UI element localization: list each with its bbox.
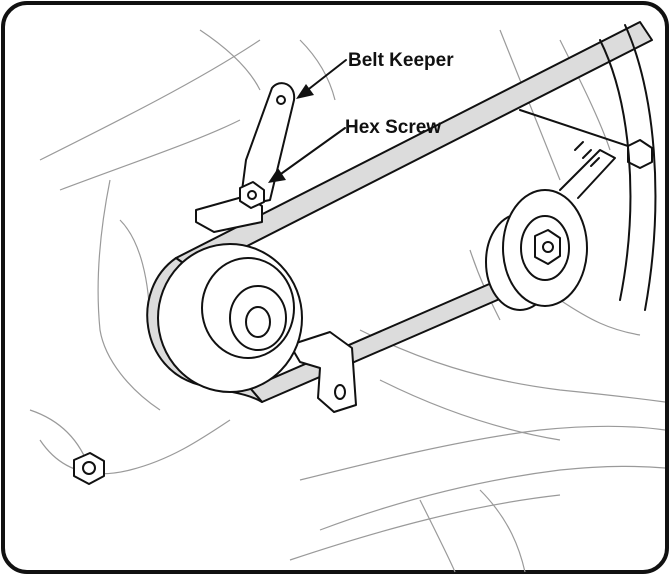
hex-screw (239, 181, 265, 209)
mounting-bracket (289, 331, 357, 413)
belt-keeper-label: Belt Keeper (348, 50, 454, 71)
drive-pulley (157, 243, 303, 393)
hex-screw-label: Hex Screw (345, 117, 441, 138)
housing-edge (599, 24, 657, 311)
background-outlines (29, 29, 666, 573)
leader-lines (268, 59, 347, 183)
idler-pulley (485, 109, 653, 311)
lower-left-hex-nut (73, 452, 105, 485)
